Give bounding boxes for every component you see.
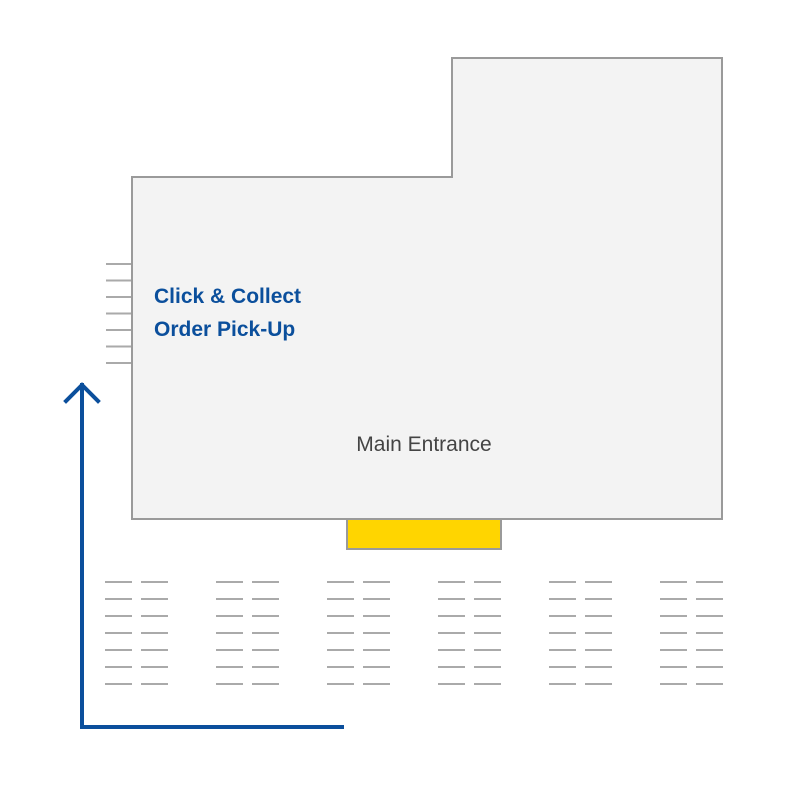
pickup-bays	[106, 263, 131, 364]
pickup-label-line1: Click & Collect	[154, 285, 301, 308]
arrow-head-icon	[63, 382, 101, 404]
main-entrance-marker	[346, 518, 502, 550]
parking-lot	[105, 581, 723, 685]
route-path	[80, 383, 344, 729]
route-arrow	[63, 382, 344, 729]
pickup-label-line2: Order Pick-Up	[154, 318, 295, 341]
store-building	[131, 57, 723, 520]
main-entrance-label: Main Entrance	[356, 433, 491, 456]
